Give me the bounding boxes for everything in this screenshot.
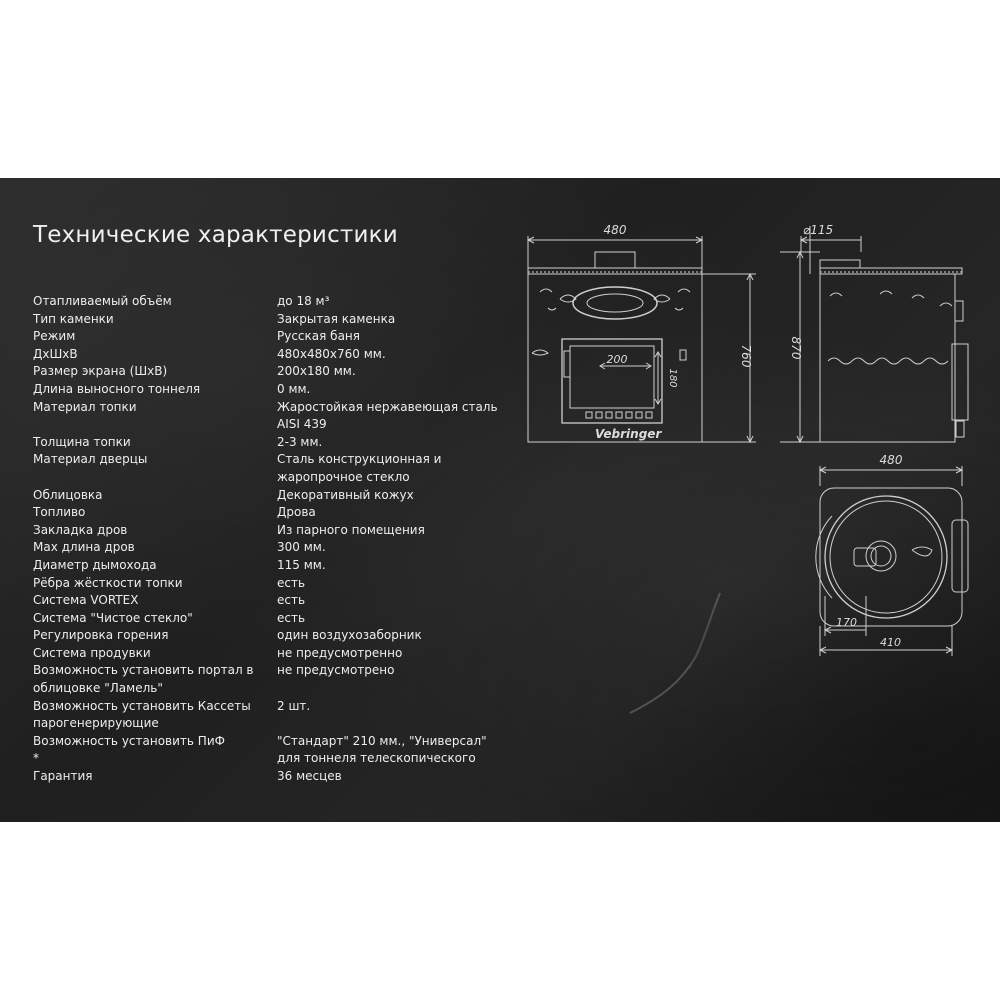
spec-label: Max длина дров — [33, 540, 135, 555]
spec-row: Режим Русская баня — [33, 328, 503, 346]
spec-label: Толщина топки — [33, 434, 131, 449]
spec-value: есть — [277, 593, 306, 608]
spec-value: 36 месцев — [277, 769, 342, 784]
spec-row: Толщина топки 2-3 мм. — [33, 434, 503, 452]
spec-label: Тип каменки — [33, 311, 114, 326]
front-width-label: 480 — [604, 223, 627, 237]
spec-value: Дрова — [277, 505, 316, 520]
spec-sheet-board: Технические характеристики Отапливаемый … — [0, 178, 1000, 822]
spec-value: Жаростойкая нержавеющая сталь AISI 439 — [277, 399, 498, 432]
spec-row: ДхШхВ 480х480х760 мм. — [33, 346, 503, 364]
spec-row: Возможность установить ПиФ * "Стандарт" 2… — [33, 733, 503, 768]
spec-value: Сталь конструкционная и жаропрочное стек… — [277, 452, 442, 484]
spec-value: Декоративный кожух — [277, 487, 414, 502]
spec-label: Возможность установить портал в облицовк… — [33, 663, 254, 696]
spec-value: 115 мм. — [277, 557, 326, 572]
spec-value: не предусмотрено — [277, 663, 395, 678]
spec-row: Возможность установить портал в облицовк… — [33, 662, 503, 697]
top-view: 480 170 410 — [815, 453, 969, 656]
spec-value: Из парного помещения — [277, 522, 425, 537]
spec-row: Закладка дров Из парного помещения — [33, 522, 503, 540]
spec-label: Материал топки — [33, 399, 137, 414]
stove-technical-drawing: 480 200 180 — [526, 223, 969, 656]
spec-row: Гарантия 36 месцев — [33, 768, 503, 786]
spec-value: 200х180 мм. — [277, 364, 356, 379]
spec-label: Система продувки — [33, 645, 151, 660]
spec-row: Рёбра жёсткости топки есть — [33, 575, 503, 593]
spec-label: Гарантия — [33, 769, 93, 784]
spec-label: Длина выносного тоннеля — [33, 381, 201, 396]
spec-label: Система "Чистое стекло" — [33, 610, 193, 625]
spec-label: Отапливаемый объём — [33, 294, 172, 308]
spec-value: не предусмотренно — [277, 645, 403, 660]
brand-label: Vebringer — [595, 427, 662, 441]
spec-row: Размер экрана (ШхВ) 200х180 мм. — [33, 363, 503, 381]
spec-label: Режим — [33, 329, 76, 344]
spec-row: Система VORTEX есть — [33, 592, 503, 610]
spec-label: Диаметр дымохода — [33, 557, 157, 572]
side-view: ⌀115 870 — [780, 223, 969, 444]
spec-value: есть — [277, 610, 306, 625]
spec-label: Материал дверцы — [33, 452, 148, 467]
spec-label: Система VORTEX — [33, 593, 139, 608]
spec-row: Возможность установить Кассеты парогенер… — [33, 698, 503, 733]
spec-value: Русская баня — [277, 329, 360, 344]
spec-value: 480х480х760 мм. — [277, 346, 386, 361]
spec-value: 300 мм. — [277, 540, 326, 555]
spec-row: Тип каменки Закрытая каменка — [33, 311, 503, 329]
spec-row: Материал дверцы Сталь конструкционная и ж… — [33, 451, 503, 486]
spec-row: Облицовка Декоративный кожух — [33, 487, 503, 505]
spec-row: Регулировка горения один воздухозаборник — [33, 627, 503, 645]
spec-row: Система "Чистое стекло" есть — [33, 610, 503, 628]
side-height-label: 870 — [789, 337, 803, 360]
spec-value: Закрытая каменка — [277, 311, 396, 326]
spec-value: 2 шт. — [277, 698, 311, 713]
door-height-label: 180 — [667, 368, 678, 387]
top-depth-label: 410 — [880, 636, 901, 649]
spec-label: Возможность установить ПиФ * — [33, 733, 225, 766]
spec-label: ДхШхВ — [33, 346, 78, 361]
spec-label: Размер экрана (ШхВ) — [33, 364, 168, 379]
chalk-scratch — [629, 592, 721, 714]
top-width-label: 480 — [880, 453, 903, 467]
front-height-label: 760 — [739, 345, 753, 368]
spec-row: Диаметр дымохода 115 мм. — [33, 557, 503, 575]
spec-row: Длина выносного тоннеля 0 мм. — [33, 381, 503, 399]
spec-label: Топливо — [33, 505, 86, 520]
spec-label: Возможность установить Кассеты парогенер… — [33, 698, 251, 731]
spec-row: Материал топки Жаростойкая нержавеющая ст… — [33, 399, 503, 434]
spec-value: один воздухозаборник — [277, 628, 422, 643]
spec-value: есть — [277, 575, 306, 590]
spec-label: Закладка дров — [33, 522, 128, 537]
spec-row: Система продувки не предусмотренно — [33, 645, 503, 663]
flue-diameter-label: ⌀115 — [803, 223, 833, 237]
spec-label: Облицовка — [33, 487, 103, 502]
spec-label: Регулировка горения — [33, 628, 169, 643]
page-title: Технические характеристики — [33, 222, 398, 248]
spec-value: 2-3 мм. — [277, 434, 323, 449]
front-view: 480 200 180 — [526, 223, 756, 444]
door-width-label: 200 — [607, 353, 628, 366]
spec-value: до 18 м³ — [277, 294, 330, 308]
spec-value: 0 мм. — [277, 381, 311, 396]
top-offset-label: 170 — [836, 616, 857, 629]
spec-row: Отапливаемый объём до 18 м³ — [33, 293, 503, 311]
spec-row: Max длина дров 300 мм. — [33, 539, 503, 557]
spec-row: Топливо Дрова — [33, 504, 503, 522]
spec-value: "Стандарт" 210 мм., "Универсал" для тонн… — [277, 733, 487, 766]
spec-label: Рёбра жёсткости топки — [33, 575, 183, 590]
